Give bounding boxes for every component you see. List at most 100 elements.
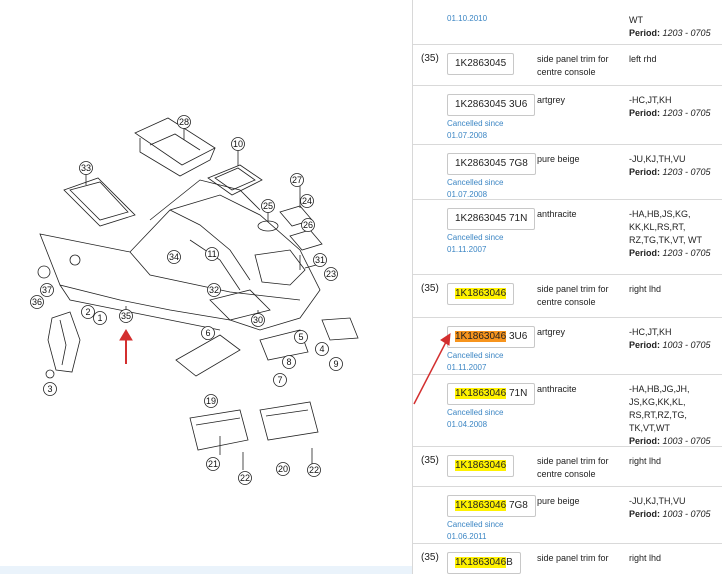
period-label: Period: xyxy=(629,28,661,38)
callout-label: 37 xyxy=(42,285,52,295)
part-number-box[interactable]: 1K1863046 7G8 xyxy=(447,495,536,517)
callout-label: 5 xyxy=(298,332,303,342)
callout-label: 1 xyxy=(97,313,102,323)
part-suffix: 3U6 xyxy=(506,331,528,342)
callout-label: 32 xyxy=(209,285,219,295)
part-number-box[interactable]: 1K1863046 xyxy=(447,455,515,477)
part-description: side panel trim for xyxy=(537,553,609,563)
part-description: anthracite xyxy=(537,384,577,394)
part-suffix: 3U6 xyxy=(506,99,528,110)
period-label: Period: xyxy=(629,248,661,258)
callout-30[interactable]: 30 xyxy=(251,313,265,327)
callout-19[interactable]: 19 xyxy=(204,394,218,408)
part-number-box[interactable]: 1K1863046 3U6 xyxy=(447,326,536,348)
date-text: 01.10.2010 xyxy=(447,14,488,23)
callout-label: 3 xyxy=(47,384,52,394)
period-label: Period: xyxy=(629,167,661,177)
callout-20[interactable]: 20 xyxy=(276,462,290,476)
callout-label: 22 xyxy=(309,465,319,475)
callout-label: 20 xyxy=(278,464,288,474)
callout-label: 19 xyxy=(206,396,216,406)
notes-text: -HC,JT,KH xyxy=(629,327,672,337)
callout-33[interactable]: 33 xyxy=(79,161,93,175)
notes-text: WT xyxy=(629,15,643,25)
callout-7[interactable]: 7 xyxy=(273,373,287,387)
part-description: artgrey xyxy=(537,327,566,337)
callout-27[interactable]: 27 xyxy=(290,173,304,187)
callout-23[interactable]: 23 xyxy=(324,267,338,281)
period-value: 1203 - 0705 xyxy=(662,28,711,38)
callout-11[interactable]: 11 xyxy=(205,247,219,261)
part-number: 1K1863046 xyxy=(455,460,507,471)
part-number: 1K1863046 xyxy=(455,288,507,299)
part-number-box[interactable]: 1K2863045 7G8 xyxy=(447,153,536,175)
part-number: 1K2863045 xyxy=(455,99,507,110)
callout-label: 25 xyxy=(263,201,273,211)
callout-1[interactable]: 1 xyxy=(93,311,107,325)
callout-2[interactable]: 2 xyxy=(81,305,95,319)
part-description: artgrey xyxy=(537,95,566,105)
callout-24[interactable]: 24 xyxy=(300,194,314,208)
callout-label: 27 xyxy=(292,175,302,185)
period-value: 1003 - 0705 xyxy=(660,436,711,446)
part-description: anthracite xyxy=(537,209,577,219)
part-number-box[interactable]: 1K1863046 xyxy=(447,283,515,305)
part-number-box[interactable]: 1K1863046 71N xyxy=(447,383,536,405)
callout-label: 34 xyxy=(169,252,179,262)
callout-31[interactable]: 31 xyxy=(313,253,327,267)
part-description: pure beige xyxy=(537,496,580,506)
callout-6[interactable]: 6 xyxy=(201,326,215,340)
callout-label: 4 xyxy=(319,344,324,354)
part-number-box[interactable]: 1K2863045 xyxy=(447,53,515,75)
position-number: (35) xyxy=(421,283,439,294)
callout-37[interactable]: 37 xyxy=(40,283,54,297)
callout-label: 10 xyxy=(233,139,243,149)
callout-label: 33 xyxy=(81,163,91,173)
part-number-box[interactable]: 1K1863046B xyxy=(447,552,521,574)
callout-label: 8 xyxy=(286,357,291,367)
callout-35[interactable]: 35 xyxy=(119,309,133,323)
callout-34[interactable]: 34 xyxy=(167,250,181,264)
callout-label: 26 xyxy=(303,220,313,230)
part-suffix: 7G8 xyxy=(506,500,528,511)
period-label: Period: xyxy=(629,509,661,519)
callout-5[interactable]: 5 xyxy=(294,330,308,344)
callout-label: 24 xyxy=(302,196,312,206)
callout-9[interactable]: 9 xyxy=(329,357,343,371)
period-value: 1203 - 0705 xyxy=(660,108,711,118)
part-suffix: B xyxy=(506,557,513,568)
part-number-box[interactable]: 1K2863045 71N xyxy=(447,208,536,230)
callout-36[interactable]: 36 xyxy=(30,295,44,309)
callout-22[interactable]: 22 xyxy=(307,463,321,477)
part-number-box[interactable]: 1K2863045 3U6 xyxy=(447,94,536,116)
period-label: Period: xyxy=(629,340,661,350)
callout-21[interactable]: 21 xyxy=(206,457,220,471)
period-value: 1003 - 0705 xyxy=(660,509,711,519)
callout-3[interactable]: 3 xyxy=(43,382,57,396)
period-value: 1203 - 0705 xyxy=(660,248,711,258)
callout-28[interactable]: 28 xyxy=(177,115,191,129)
callout-22[interactable]: 22 xyxy=(238,471,252,485)
notes-text: -HA,HB,JG,JH, JS,KG,KK,KL, RS,RT,RZ,TG, … xyxy=(629,384,690,433)
callout-8[interactable]: 8 xyxy=(282,355,296,369)
callout-4[interactable]: 4 xyxy=(315,342,329,356)
callout-label: 31 xyxy=(315,255,325,265)
position-number: (35) xyxy=(421,552,439,563)
callout-26[interactable]: 26 xyxy=(301,218,315,232)
callout-25[interactable]: 25 xyxy=(261,199,275,213)
callout-10[interactable]: 10 xyxy=(231,137,245,151)
callout-label: 6 xyxy=(205,328,210,338)
callout-32[interactable]: 32 xyxy=(207,283,221,297)
